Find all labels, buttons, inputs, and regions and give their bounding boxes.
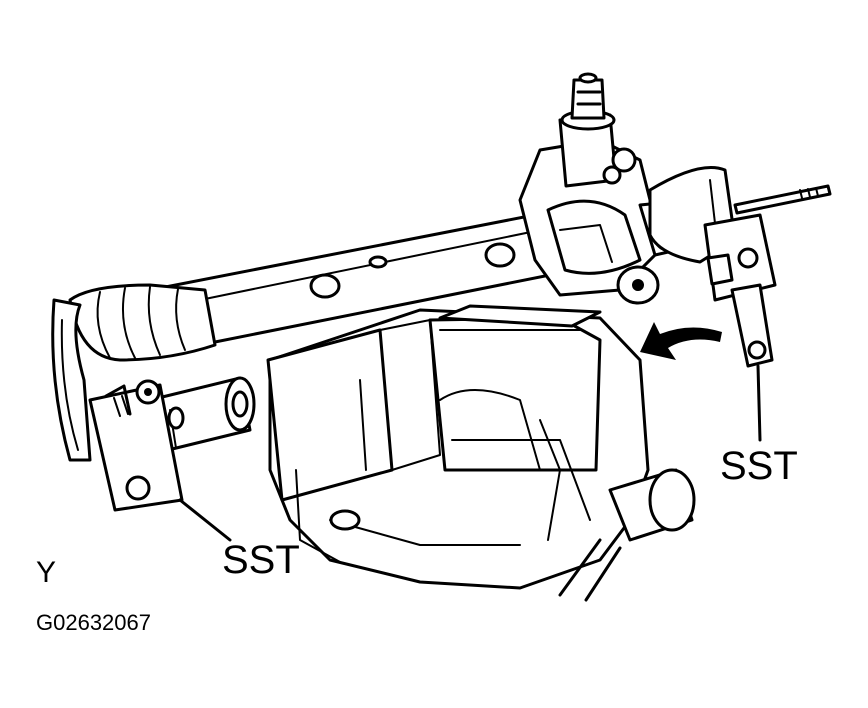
left-sst-tool — [51, 298, 256, 542]
sst-right-leader — [756, 364, 762, 442]
threaded-rod — [733, 184, 832, 215]
right-sst-tool — [648, 166, 832, 442]
rack-slot-1 — [309, 273, 341, 299]
vise-jaw-top — [438, 304, 602, 328]
rack-slot-2 — [484, 242, 516, 268]
vise-bolt-hole — [329, 509, 361, 531]
rack-end-collar — [546, 199, 642, 275]
rotation-arrow — [640, 322, 722, 360]
vise-jaw-right — [428, 316, 602, 472]
view-letter: Y — [36, 556, 57, 589]
vise-jaw-left — [266, 328, 394, 502]
sst-left-leader — [178, 498, 232, 542]
rack-boot — [68, 283, 217, 362]
sst-label-right: SST — [720, 444, 798, 488]
bench-vise — [266, 304, 696, 602]
vise-handle-knob — [648, 468, 696, 532]
union-fitting — [570, 78, 606, 120]
sst-label-left: SST — [222, 538, 300, 582]
steering-rack-housing — [68, 208, 577, 362]
figure-id: G02632067 — [36, 610, 151, 635]
